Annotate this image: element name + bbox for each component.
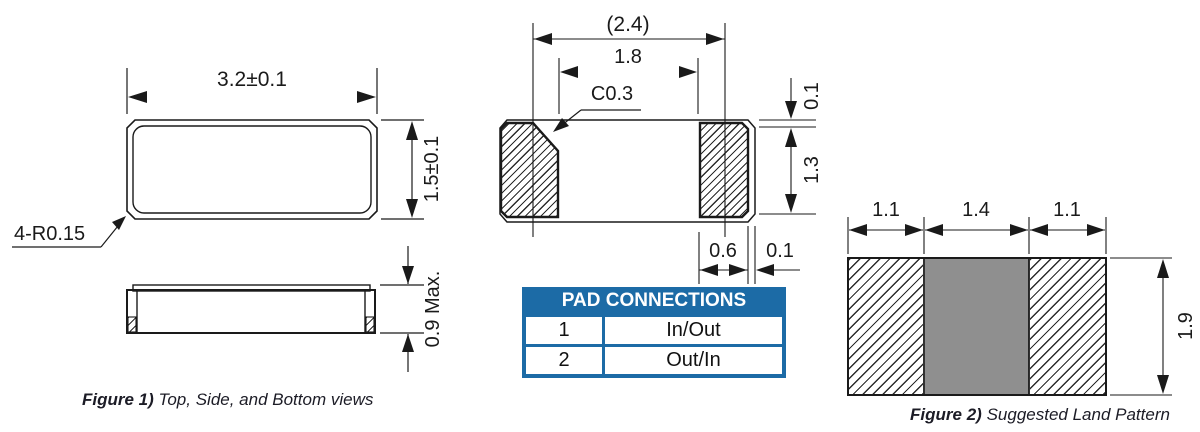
side-view-right-terminal-hatch — [366, 317, 374, 332]
figure1-caption-label: Figure 1) — [82, 390, 154, 409]
dim-label-pad-height: 1.3 — [801, 156, 823, 184]
land-pattern-height-dimension — [1110, 257, 1172, 396]
figure2-caption-text: Suggested Land Pattern — [981, 405, 1170, 424]
dim-label-edge-gap: 0.1 — [766, 240, 794, 262]
land-pattern-center-gap — [925, 259, 1029, 394]
pad-connections-title: PAD CONNECTIONS — [561, 290, 747, 311]
dim-label-pad-span: 1.8 — [614, 46, 642, 68]
label-corner-radius: 4-R0.15 — [14, 223, 86, 245]
bottom-view-left-pad-hatch — [501, 123, 558, 217]
pad-connection-cell: In/Out — [605, 317, 782, 344]
dim-label-body-width: 3.2±0.1 — [217, 68, 287, 91]
land-pattern-right-pad-hatch — [1030, 259, 1105, 394]
pad-connection-cell: Out/In — [605, 347, 782, 374]
chamfer-leader — [553, 109, 641, 132]
top-view-outline — [126, 119, 378, 220]
dim-label-land-height: 1.9 — [1175, 312, 1197, 340]
label-chamfer: C0.3 — [590, 83, 634, 105]
side-view-left-terminal-hatch — [128, 317, 136, 332]
figure2-caption-label: Figure 2) — [910, 405, 982, 424]
table-row: 2 Out/In — [526, 347, 782, 374]
bottom-view-right-pad-hatch — [700, 123, 748, 217]
dim-label-pad-width: 0.6 — [709, 240, 737, 262]
dim-label-body-height: 1.5±0.1 — [421, 135, 443, 203]
dim-label-land-left: 1.1 — [872, 199, 900, 221]
side-view-thickness-dimension — [380, 246, 424, 372]
pad-number-cell: 1 — [526, 317, 602, 344]
dim-label-land-center: 1.4 — [962, 199, 990, 221]
top-view-height-dimension — [381, 119, 424, 220]
dim-label-body-thickness: 0.9 Max. — [422, 270, 444, 348]
pad-number-cell: 2 — [526, 347, 602, 374]
pad-connections-table: PAD CONNECTIONS 1 In/Out 2 Out/In — [522, 287, 786, 378]
side-view-outline — [126, 284, 376, 334]
land-pattern-left-pad-hatch — [849, 259, 923, 394]
dim-label-land-right: 1.1 — [1053, 199, 1081, 221]
figure1-caption: Figure 1) Top, Side, and Bottom views — [82, 389, 422, 411]
figure2-caption: Figure 2) Suggested Land Pattern — [890, 404, 1190, 426]
figure1-caption-text: Top, Side, and Bottom views — [153, 390, 374, 409]
table-row: 1 In/Out — [526, 317, 782, 344]
dim-label-overall: (2.4) — [606, 13, 650, 36]
